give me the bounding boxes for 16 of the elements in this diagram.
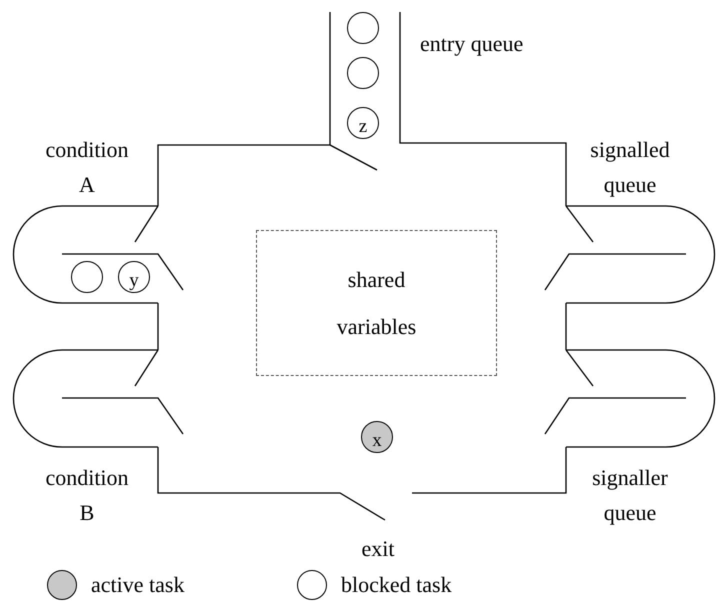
text-label: condition A — [44, 136, 130, 199]
text-label: signaller queue — [591, 464, 669, 527]
text-label: condition B — [44, 464, 130, 527]
legend-label: blocked task — [341, 572, 452, 598]
task-circle: z — [347, 107, 379, 139]
task-circle: x — [361, 421, 393, 453]
text-label: signalled queue — [589, 136, 671, 199]
task-circle — [347, 12, 379, 44]
task-circle — [347, 57, 379, 89]
task-circle: y — [118, 261, 150, 293]
legend-label: active task — [91, 572, 184, 598]
text-label: exit — [360, 535, 396, 563]
dashed-region — [256, 230, 497, 376]
task-circle — [71, 261, 103, 293]
text-label: entry queue — [420, 30, 524, 58]
region-label: shared variables — [336, 266, 418, 341]
